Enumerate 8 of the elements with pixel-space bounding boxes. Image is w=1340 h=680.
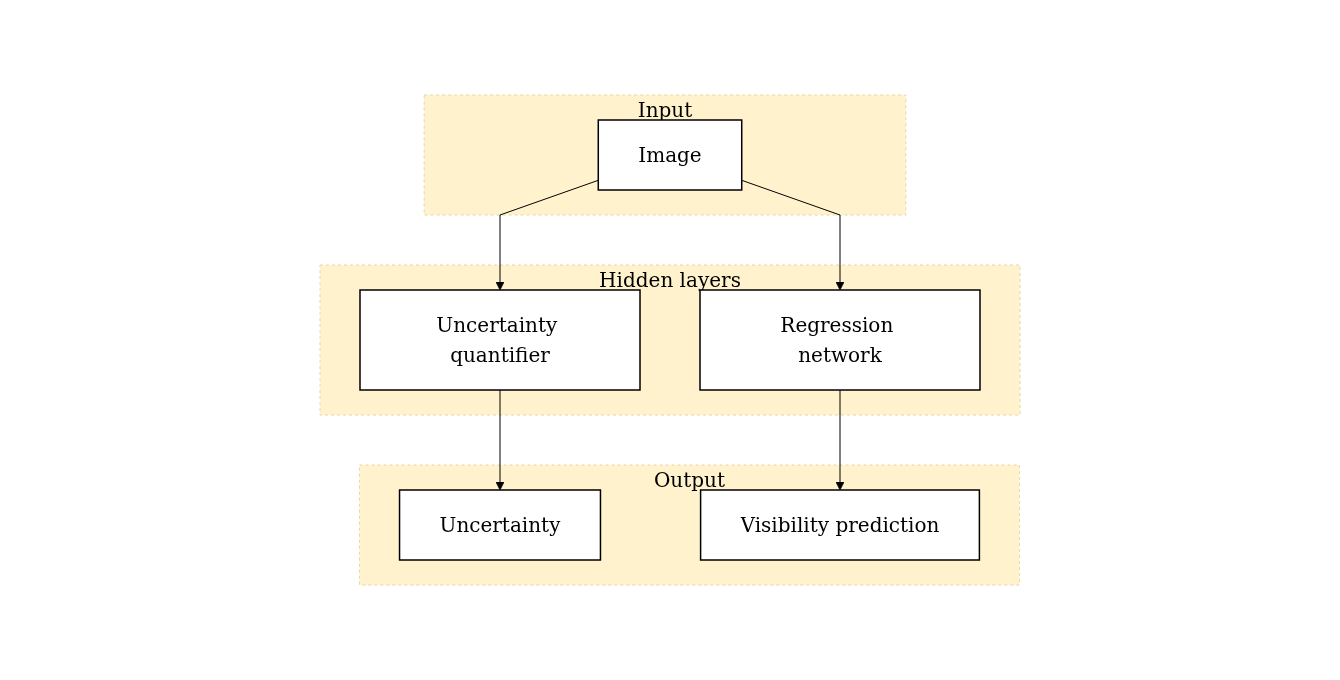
node-box: Image — [597, 119, 743, 191]
arrow — [835, 389, 845, 491]
arrow — [495, 389, 505, 491]
node-box: Uncertainty — [398, 489, 602, 561]
arrow — [495, 179, 599, 291]
node-box: Visibility prediction — [699, 489, 981, 561]
arrow — [741, 179, 845, 291]
node-box: Uncertainty quantifier — [359, 289, 641, 391]
